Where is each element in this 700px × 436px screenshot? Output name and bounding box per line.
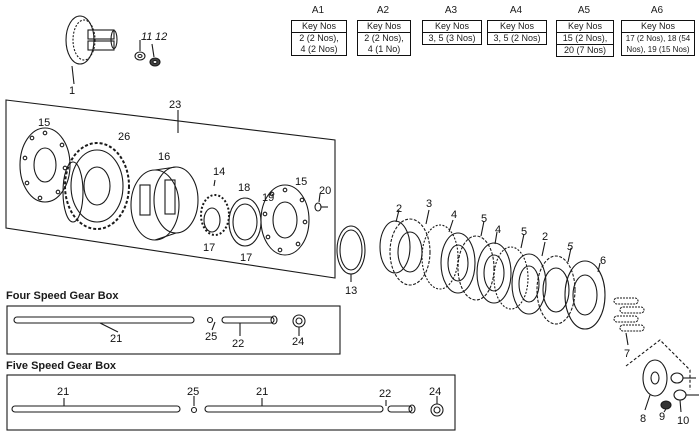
kit-a5-row-2: 20 (7 Nos) [557,44,613,56]
four-speed-caption: Four Speed Gear Box [6,290,119,302]
callout-5-b: 5 [521,226,527,238]
kit-code-a1-label: A1 [311,5,325,16]
callout-17-b: 17 [240,252,252,264]
callout-21-five-a: 21 [57,386,69,398]
kit-a5-row-1: 15 (2 Nos), [562,33,608,43]
five-speed-box [6,374,456,431]
callout-7: 7 [624,348,630,360]
kit-table-a5: Key Nos 15 (2 Nos), 20 (7 Nos) [556,20,614,57]
kit-a3-row-1: 3, 5 (3 Nos) [428,33,476,43]
callout-15-left: 15 [38,117,50,129]
kit-a4-row-1: 3, 5 (2 Nos) [493,33,541,43]
kit-code-a5-label: A5 [577,5,591,16]
kit-a2-header: Key Nos [358,21,410,33]
callout-8: 8 [640,413,646,425]
callout-22-five: 22 [379,388,391,400]
kit-a6-row-2: Nos), 19 (15 Nos) [626,45,690,54]
kit-code-a4-label: A4 [509,5,523,16]
part-12-nut [149,57,161,67]
callout-4-b: 4 [495,224,501,236]
part-18-roller-ring [200,194,230,236]
part-15-plate-right [260,184,310,256]
kit-a1-header: Key Nos [292,21,346,33]
part-15-plate-left [19,127,71,203]
part-11-washer [134,51,146,61]
callout-5-a: 5 [481,213,487,225]
part-13-ring [336,225,366,282]
callout-13: 13 [345,285,357,297]
kit-a2-row-2: 4 (1 No) [367,44,401,54]
part-20-bolt [314,202,328,212]
callout-24-five: 24 [429,386,441,398]
kit-a6-body: 17 (2 Nos), 18 (54 Nos), 19 (15 Nos) [622,33,694,55]
kit-table-a3: Key Nos 3, 5 (3 Nos) [422,20,482,45]
kit-code-a2-label: A2 [376,5,390,16]
five-speed-parts [11,396,444,417]
part-14-pin [213,179,216,187]
part-1-clutch-hub [65,15,118,65]
clutch-plate-stack [379,218,606,330]
callout-9: 9 [659,411,665,423]
kit-table-a2: Key Nos 2 (2 Nos), 4 (1 No) [357,20,411,56]
part-23-kit-outline [5,99,336,279]
part-19-plate [228,197,262,247]
kit-code-a3-label: A3 [444,5,458,16]
callout-1: 1 [69,85,75,97]
part-8-9-10-assembly [642,359,699,410]
callout-16: 16 [158,151,170,163]
kit-code-a6-label: A6 [650,5,664,16]
callout-4-a: 4 [451,209,457,221]
four-speed-box [6,305,341,355]
kit-table-a1: Key Nos 2 (2 Nos), 4 (2 Nos) [291,20,347,56]
callout-19: 19 [262,192,274,204]
callout-21-five-b: 21 [256,386,268,398]
four-speed-parts [13,314,306,336]
callout-14: 14 [213,166,225,178]
kit-a1-row-2: 4 (2 Nos) [300,44,338,54]
kit-a6-header: Key Nos [622,21,694,33]
kit-a1-body: 2 (2 Nos), 4 (2 Nos) [292,33,346,55]
callout-22-four: 22 [232,338,244,350]
callout-23: 23 [169,99,181,111]
part-17-ring-a [203,207,221,233]
kit-a1-row-1: 2 (2 Nos), [299,33,339,43]
callout-6: 6 [600,255,606,267]
kit-table-a4: Key Nos 3, 5 (2 Nos) [487,20,547,45]
callout-3: 3 [426,198,432,210]
part-26-sprocket [62,142,130,230]
part-7-springs [613,297,645,346]
callout-21-four: 21 [110,333,122,345]
part-16-clutch-drum [130,166,199,241]
kit-a2-body: 2 (2 Nos), 4 (1 No) [358,33,410,55]
callout-5-c: 5 [567,241,574,253]
callout-2-b: 2 [542,231,548,243]
callout-25-five: 25 [187,386,199,398]
callout-17-a: 17 [203,242,215,254]
kit-a5-header: Key Nos [557,21,613,33]
kit-a2-row-1: 2 (2 Nos), [364,33,404,43]
kit-a4-header: Key Nos [488,21,546,33]
kit-table-a6: Key Nos 17 (2 Nos), 18 (54 Nos), 19 (15 … [621,20,695,56]
callout-10: 10 [677,415,689,427]
callout-20: 20 [319,185,331,197]
kit-a3-header: Key Nos [423,21,481,33]
five-speed-caption: Five Speed Gear Box [6,360,117,372]
callout-15-right: 15 [295,176,307,188]
callout-24-four: 24 [292,336,304,348]
callout-2-a: 2 [396,203,402,215]
callout-18: 18 [238,182,250,194]
callout-25-four: 25 [205,331,217,343]
kit-a6-row-1: 17 (2 Nos), 18 (54 [625,34,691,43]
callout-26: 26 [118,131,130,143]
callout-12: 12 [155,31,167,43]
callout-11: 11 [141,31,152,43]
